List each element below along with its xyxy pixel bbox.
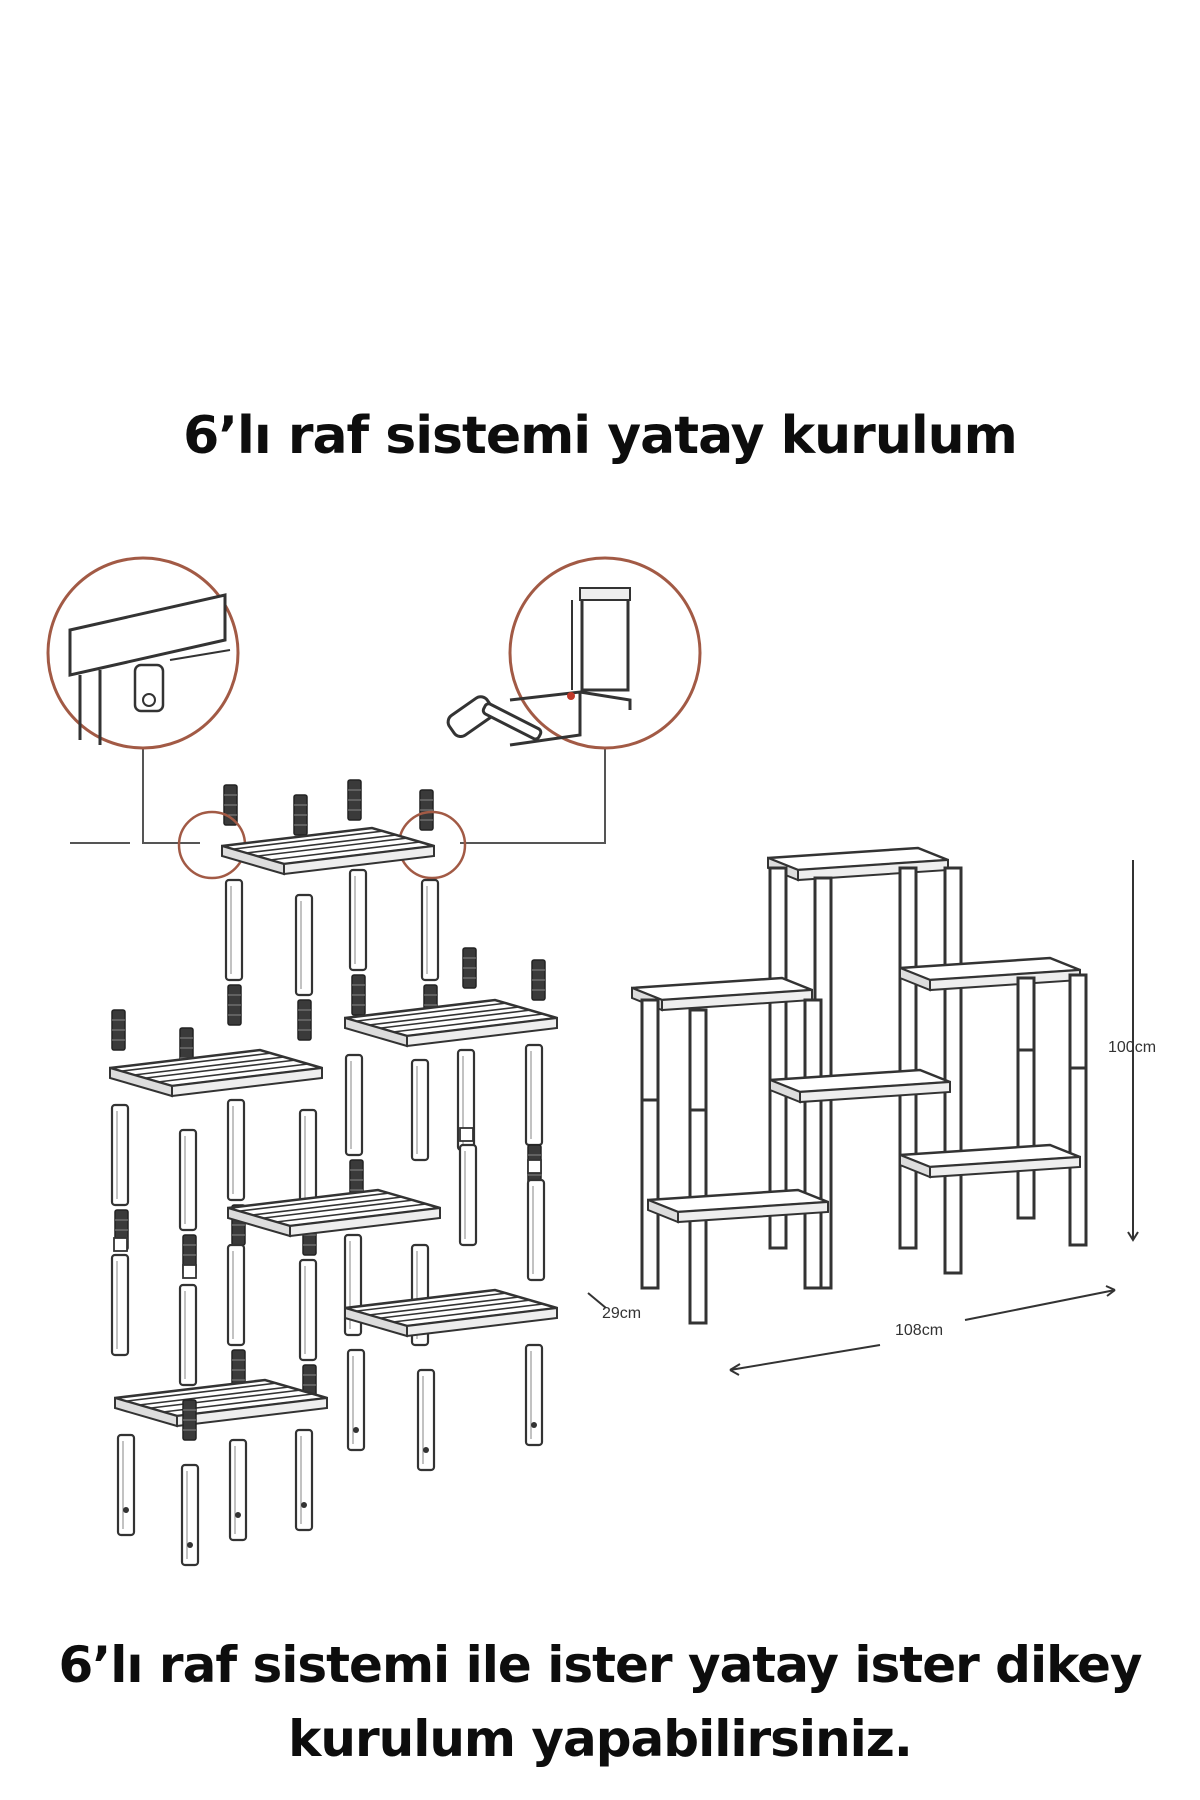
caption-line-2: kurulum yapabilirsiniz. <box>288 1710 913 1768</box>
bracket-detail <box>46 556 240 750</box>
page-title: 6’lı raf sistemi yatay kurulum <box>183 406 1018 466</box>
depth-dimension: 29cm <box>602 1305 641 1322</box>
height-dimension: 100cm <box>1108 1039 1156 1056</box>
assembled-view <box>587 846 1139 1376</box>
caption-line-1: 6’lı raf sistemi ile ister yatay ister d… <box>58 1636 1142 1694</box>
width-dimension: 108cm <box>895 1322 943 1339</box>
hammer-icon <box>446 695 543 741</box>
caption: 6’lı raf sistemi ile ister yatay ister d… <box>0 1628 1200 1776</box>
peg-detail <box>508 556 702 750</box>
exploded-view <box>46 556 702 1567</box>
